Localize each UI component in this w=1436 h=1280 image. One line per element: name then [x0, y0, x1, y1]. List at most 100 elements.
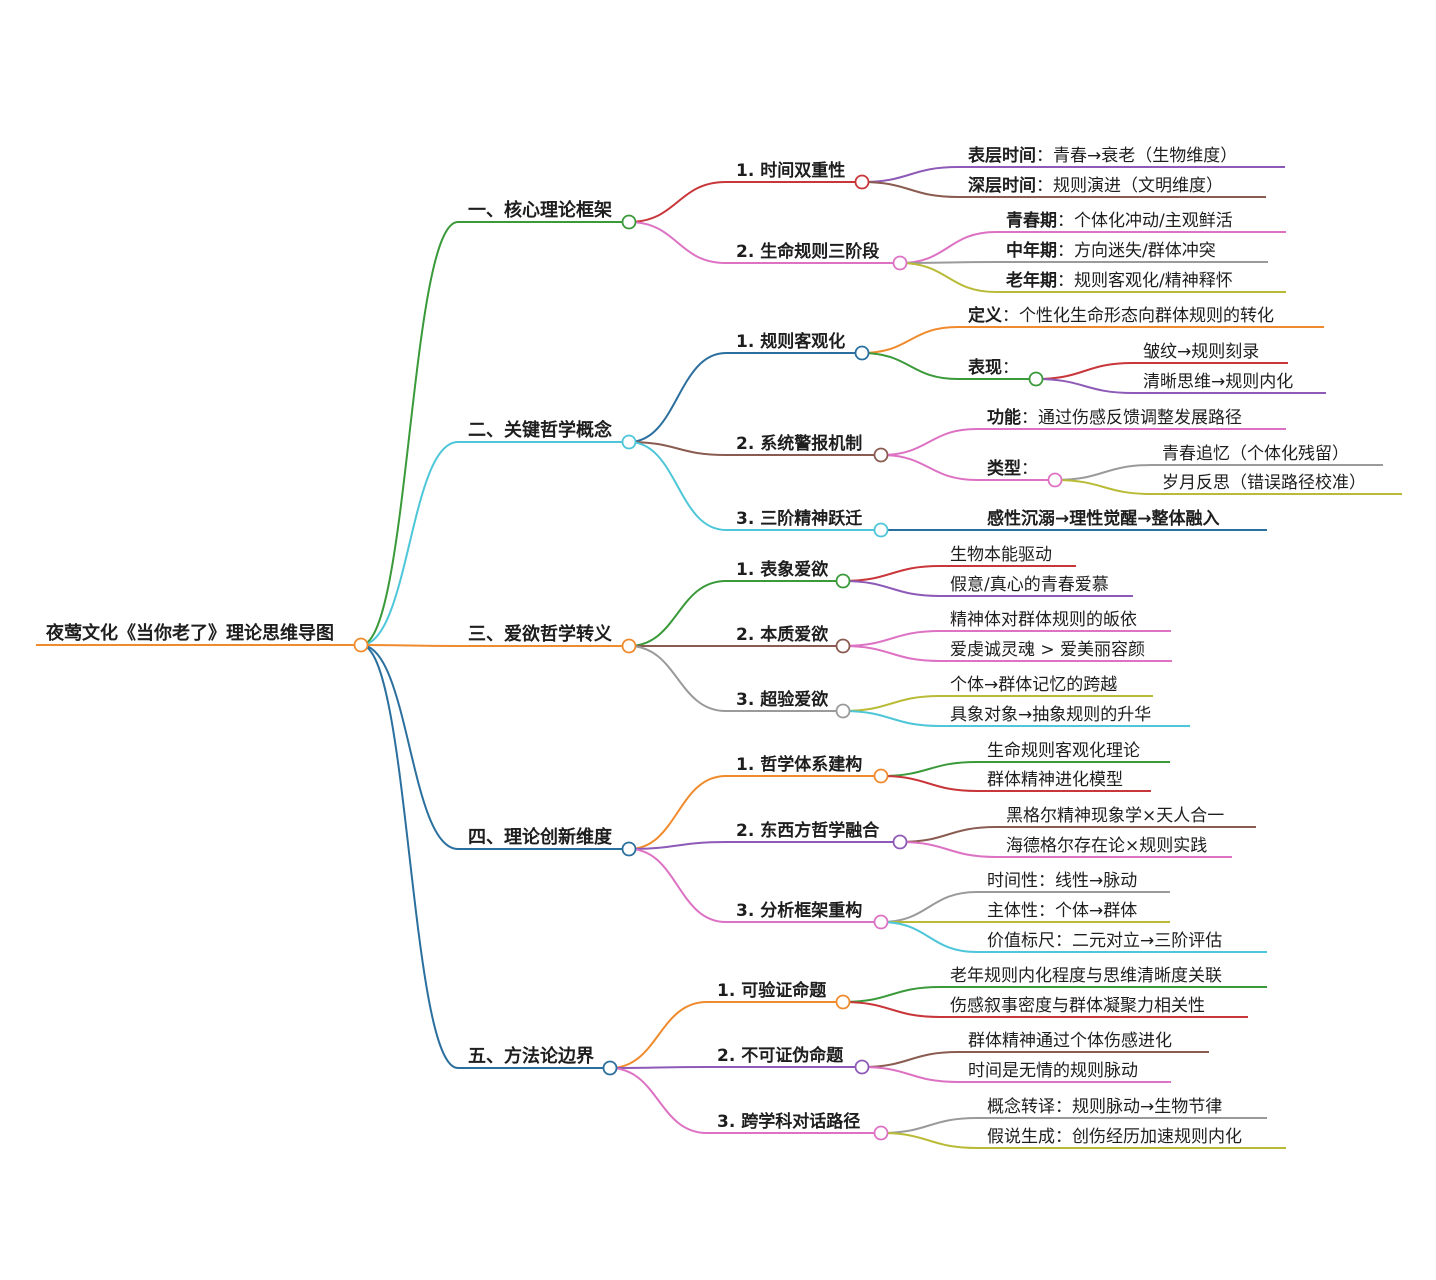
b3c1-label: 个体→群体记忆的跨越: [950, 675, 1117, 695]
b3b2-connector: [842, 645, 941, 662]
b1b-label: 2. 生命规则三阶段: [736, 241, 879, 262]
b4b2-connector: [899, 841, 997, 858]
b4-label: 四、理论创新维度: [468, 826, 613, 848]
b2b2-collapse-toggle[interactable]: [1047, 472, 1063, 488]
b1b-collapse-toggle[interactable]: [892, 255, 908, 271]
b1a-collapse-toggle[interactable]: [854, 174, 870, 190]
b1b1-label: 青春期：个体化冲动/主观鲜活: [1006, 210, 1233, 231]
b3a-connector: [628, 580, 727, 647]
b3c1-connector: [842, 695, 941, 712]
b2b-connector: [628, 441, 727, 456]
b5c-label: 3. 跨学科对话路径: [717, 1111, 860, 1132]
b3b-collapse-toggle[interactable]: [835, 638, 851, 654]
b2a-label: 1. 规则客观化: [736, 331, 845, 352]
b5b-collapse-toggle[interactable]: [854, 1059, 870, 1075]
b3-label: 三、爱欲哲学转义: [468, 623, 612, 645]
b2c-collapse-toggle[interactable]: [873, 522, 889, 538]
b3b2-label: 爱虔诚灵魂 > 爱美丽容颜: [950, 640, 1145, 660]
b4b-collapse-toggle[interactable]: [892, 834, 908, 850]
b3a2-label: 假意/真心的青春爱慕: [950, 575, 1109, 595]
b2a2-term: 表现: [968, 357, 1002, 378]
b2a2-collapse-toggle[interactable]: [1028, 371, 1044, 387]
b4c-collapse-toggle[interactable]: [873, 914, 889, 930]
b1a1-label: 表层时间：青春→衰老（生物维度）: [968, 145, 1237, 166]
b1-connector: [360, 221, 459, 646]
b5c1-label: 概念转译：规则脉动→生物节律: [987, 1096, 1222, 1117]
b5-label: 五、方法论边界: [468, 1045, 594, 1067]
b2-label: 二、关键哲学概念: [468, 419, 612, 441]
b5c-connector: [609, 1067, 708, 1134]
b1b2-label: 中年期：方向迷失/群体冲突: [1006, 240, 1216, 261]
b5-collapse-toggle[interactable]: [602, 1060, 618, 1076]
b1b1-term: 青春期: [1006, 210, 1057, 231]
b4-collapse-toggle[interactable]: [621, 841, 637, 857]
b1a-label: 1. 时间双重性: [736, 160, 845, 181]
b3b1-connector: [842, 630, 941, 647]
b2c1-label: 感性沉溺→理性觉醒→整体融入: [987, 508, 1220, 529]
b5c-collapse-toggle[interactable]: [873, 1125, 889, 1141]
b3-collapse-toggle[interactable]: [621, 638, 637, 654]
b2b-collapse-toggle[interactable]: [873, 447, 889, 463]
b5a2-label: 伤感叙事密度与群体凝聚力相关性: [950, 996, 1205, 1016]
b1b3-connector: [899, 262, 997, 293]
root-collapse-toggle[interactable]: [353, 637, 369, 653]
b2b1-term: 功能: [987, 407, 1021, 428]
connector-layer: [360, 166, 1153, 1149]
b3c-connector: [628, 645, 727, 712]
underline-layer: [36, 166, 1402, 1149]
b2c1-term: 感性沉溺→理性觉醒→整体融入: [987, 508, 1220, 529]
b2b-label: 2. 系统警报机制: [736, 433, 862, 454]
b2c-label: 3. 三阶精神跃迁: [736, 508, 862, 529]
b2b2b-connector: [1054, 479, 1153, 495]
b3a2-connector: [842, 580, 941, 597]
b2b1-desc: ：通过伤感反馈调整发展路径: [1021, 408, 1242, 428]
b1b-connector: [628, 221, 727, 264]
b1a2-desc: ：规则演进（文明维度）: [1036, 176, 1223, 196]
b4c-label: 3. 分析框架重构: [736, 900, 862, 921]
b2a2-label: 表现：: [968, 357, 1019, 378]
b1b1-connector: [899, 231, 997, 264]
b4a2-label: 群体精神进化模型: [987, 770, 1123, 790]
b4a-collapse-toggle[interactable]: [873, 768, 889, 784]
b3b1-label: 精神体对群体规则的皈依: [950, 610, 1137, 630]
b2a2b-label: 清晰思维→规则内化: [1143, 372, 1293, 392]
b2a-collapse-toggle[interactable]: [854, 345, 870, 361]
b4c2-label: 主体性：个体→群体: [987, 901, 1137, 921]
b1-label: 一、核心理论框架: [468, 199, 612, 221]
b4c1-connector: [880, 891, 978, 923]
b3c-collapse-toggle[interactable]: [835, 703, 851, 719]
b4c-connector: [628, 848, 727, 923]
b5c2-connector: [880, 1132, 978, 1149]
b5b2-connector: [861, 1066, 959, 1083]
b2a1-connector: [861, 326, 959, 354]
b2a2-connector: [861, 352, 959, 380]
b2a-connector: [628, 352, 727, 443]
b1b2-term: 中年期: [1006, 240, 1057, 261]
b3b-label: 2. 本质爱欲: [736, 624, 828, 645]
b5b-label: 2. 不可证伪命题: [717, 1045, 844, 1066]
b4-connector: [360, 644, 459, 850]
b1a2-connector: [861, 181, 959, 198]
b1-collapse-toggle[interactable]: [621, 214, 637, 230]
b2b2-connector: [880, 454, 978, 481]
b2a1-desc: ：个性化生命形态向群体规则的转化: [1002, 306, 1274, 326]
b3a1-connector: [842, 565, 941, 582]
b4b1-connector: [899, 826, 997, 843]
b2b1-label: 功能：通过伤感反馈调整发展路径: [987, 407, 1242, 428]
b5b-connector: [609, 1066, 708, 1069]
b5a-connector: [609, 1001, 708, 1069]
b2a1-term: 定义: [968, 305, 1002, 326]
b5a-collapse-toggle[interactable]: [835, 994, 851, 1010]
b5-connector: [360, 644, 459, 1069]
b3c2-connector: [842, 710, 941, 727]
b5b1-label: 群体精神通过个体伤感进化: [968, 1031, 1172, 1051]
b3a-collapse-toggle[interactable]: [835, 573, 851, 589]
b1a1-connector: [861, 166, 959, 183]
b1b1-desc: ：个体化冲动/主观鲜活: [1057, 211, 1233, 231]
b2a2a-label: 皱纹→规则刻录: [1143, 342, 1259, 362]
b2-collapse-toggle[interactable]: [621, 434, 637, 450]
b2a2a-connector: [1035, 362, 1134, 380]
b5b2-label: 时间是无情的规则脉动: [968, 1061, 1138, 1081]
b3a-label: 1. 表象爱欲: [736, 559, 828, 580]
